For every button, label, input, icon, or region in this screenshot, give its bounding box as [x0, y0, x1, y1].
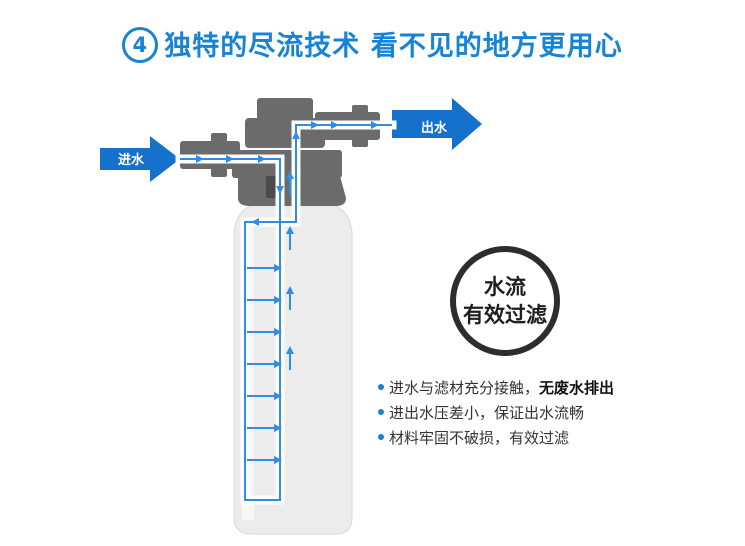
inlet-label: 进水	[118, 153, 145, 168]
bullet-dot-icon	[378, 434, 384, 440]
inlet-arrow	[100, 136, 180, 182]
upflow-arrows	[286, 131, 300, 370]
outlet-arrow	[392, 98, 482, 150]
outlet-flow-arrows	[251, 121, 379, 226]
title-text: 独特的尽流技术 看不见的地方更用心	[164, 31, 623, 62]
flow-badge: 水流 有效过滤	[450, 246, 560, 356]
feature-emphasis: 无废水排出	[539, 379, 615, 397]
distribution-arrows	[247, 264, 282, 464]
feature-item: 材料牢固不破损，有效过滤	[378, 426, 614, 451]
badge-line-2: 有效过滤	[463, 303, 547, 327]
bullet-dot-icon	[378, 384, 384, 390]
feature-item: 进水与滤材充分接触，无废水排出	[378, 376, 614, 401]
inlet-flow-arrows	[185, 155, 284, 194]
bullet-dot-icon	[378, 409, 384, 415]
outlet-label: 出水	[421, 121, 448, 136]
badge-line-1: 水流	[484, 275, 526, 299]
filter-canister	[233, 204, 353, 535]
feature-item: 进出水压差小，保证出水流畅	[378, 401, 614, 426]
feature-list: 进水与滤材充分接触，无废水排出 进出水压差小，保证出水流畅 材料牢固不破损，有效…	[378, 376, 614, 451]
circled-number: 4	[122, 27, 159, 63]
